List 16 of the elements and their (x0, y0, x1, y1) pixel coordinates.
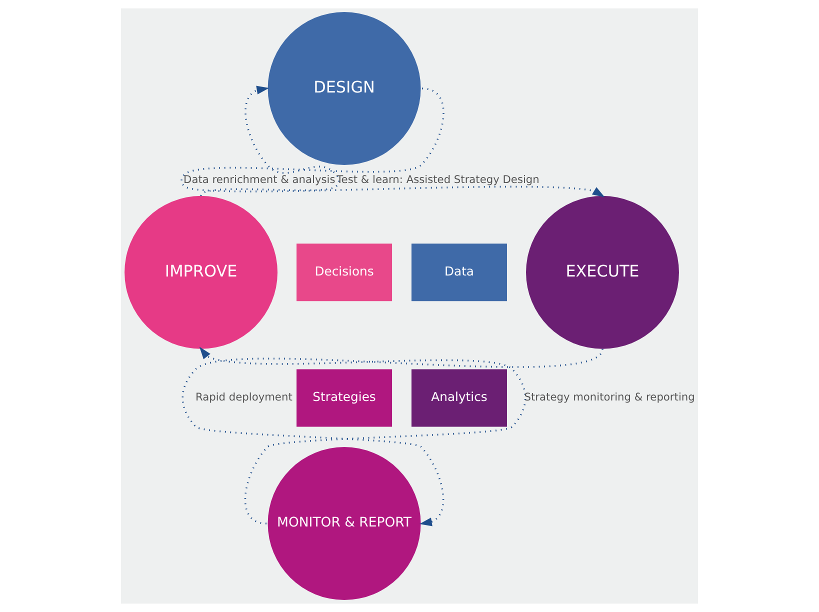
arrow (199, 346, 526, 524)
node-circle: MONITOR & REPORT (268, 447, 421, 600)
node-circle: IMPROVE (124, 196, 278, 349)
node-circle: EXECUTE (526, 196, 679, 349)
edge-label: Rapid deployment (195, 390, 292, 404)
arrow (200, 86, 340, 196)
node-box: Strategies (296, 369, 392, 427)
edge-label: Test & learn: Assisted Strategy Design (336, 173, 540, 186)
edge-label: Strategy monitoring & reporting (524, 390, 695, 404)
arrow (182, 348, 604, 526)
edge-label: Data renrichment & analysis (184, 173, 336, 186)
arrow (181, 88, 605, 198)
node-box: Data (412, 244, 507, 302)
node-box: Analytics (412, 369, 507, 427)
node-circle: DESIGN (268, 12, 421, 165)
node-box: Decisions (296, 244, 392, 302)
